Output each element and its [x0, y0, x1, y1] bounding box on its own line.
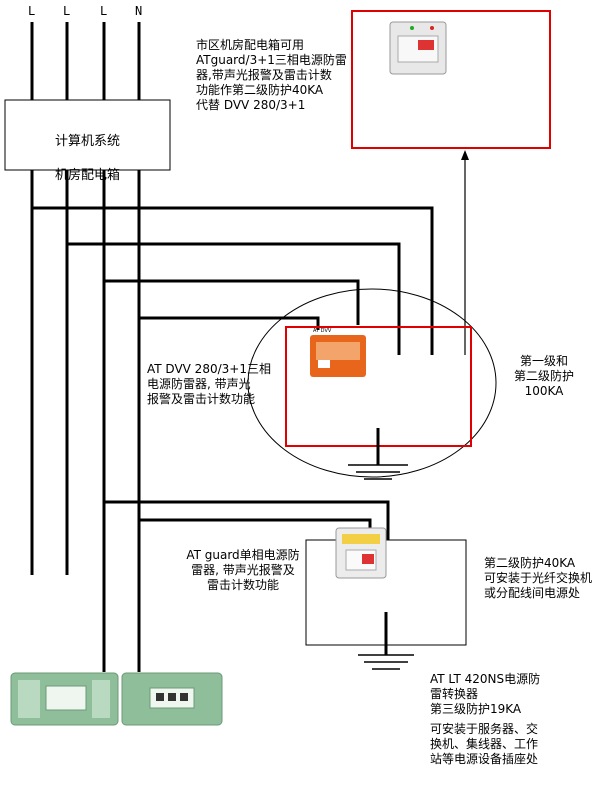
- note-top: 市区机房配电箱可用 ATguard/3+1三相电源防雷 器,带声光报警及雷击计数…: [196, 38, 347, 112]
- cabinet-label-line2: 机房配电箱: [54, 168, 120, 183]
- ground-2: [358, 612, 414, 670]
- note-dvv: AT DVV 280/3+1三相 电源防雷器, 带声光 报警及雷击计数功能: [147, 362, 271, 406]
- note-lt-desc: 可安装于服务器、交 换机、集线器、工作 站等电源设备插座处: [430, 722, 539, 766]
- feeder-3: [104, 279, 360, 325]
- protection-ellipse: [247, 288, 497, 478]
- dvv-device: [310, 335, 366, 377]
- cabinet-label: 计算机系统 机房配电箱: [5, 116, 170, 201]
- line-label-n: N: [135, 4, 143, 18]
- cabinet-box: [4, 99, 171, 171]
- note-guard: AT guard单相电源防 雷器, 带声光报警及 雷击计数功能: [186, 548, 300, 592]
- feeder-guard-l: [104, 500, 390, 540]
- panel-right: [121, 672, 223, 726]
- ground-1: [348, 428, 408, 480]
- line-label-l3: L: [100, 4, 108, 18]
- guard-device: [335, 527, 387, 579]
- dvv-small-label: AT DVV: [313, 328, 332, 334]
- line-label-l2: L: [63, 4, 71, 18]
- feeder-n: [139, 316, 320, 330]
- panel-left: [10, 672, 119, 726]
- feeder-guard-n: [139, 518, 372, 540]
- note-level2: 第二级防护40KA 可安装于光纤交换机 或分配线间电源处: [484, 556, 593, 600]
- note-level12: 第一级和 第二级防护 100KA: [513, 354, 574, 398]
- feeder-2: [67, 242, 401, 355]
- cabinet-label-line1: 计算机系统: [54, 134, 120, 149]
- feeder-1: [32, 206, 434, 355]
- line-label-l1: L: [28, 4, 36, 18]
- arrow-head: [461, 150, 469, 160]
- note-lt-title: AT LT 420NS电源防 雷转换器 第三级防护19KA: [430, 672, 541, 716]
- top-device-frame: [351, 10, 551, 149]
- top-device: [389, 21, 447, 75]
